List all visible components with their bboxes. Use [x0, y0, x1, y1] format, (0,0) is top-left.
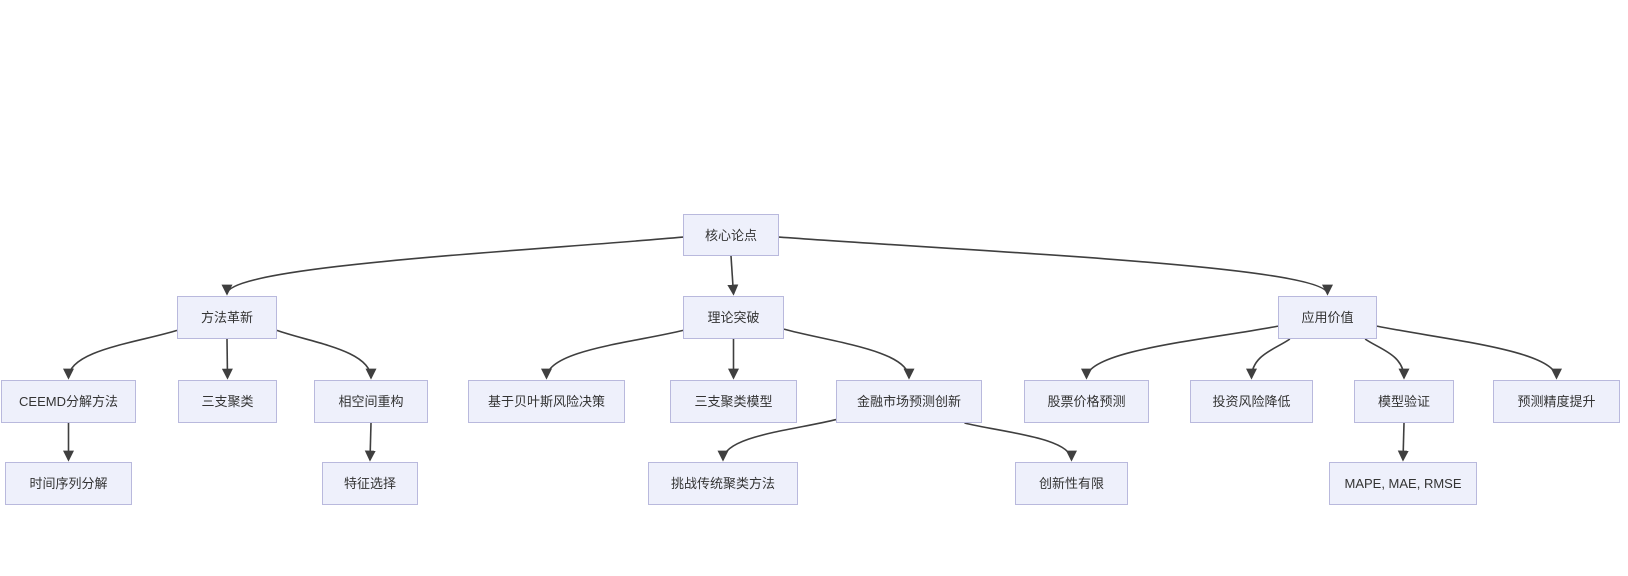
node-bayes: 基于贝叶斯风险决策 [468, 380, 625, 423]
edge-lilun-jinrong [783, 328, 915, 380]
edge-root-lilun [727, 255, 739, 296]
edge-jinrong-tiaozhan [717, 418, 837, 462]
edge-fangfa-sanzhi [221, 338, 233, 380]
node-fangfa: 方法革新 [177, 296, 277, 339]
node-yingyong: 应用价值 [1278, 296, 1377, 339]
node-moxing: 模型验证 [1354, 380, 1454, 423]
edge-root-yingyong [778, 236, 1333, 296]
node-yuce: 预测精度提升 [1493, 380, 1620, 423]
edge-yingyong-gupiao [1081, 325, 1279, 380]
edge-xiangkongjian-tezheng [364, 422, 376, 462]
edge-jinrong-chuangxin [964, 422, 1077, 462]
node-sanzhimoxing: 三支聚类模型 [670, 380, 797, 423]
edge-moxing-mape [1397, 422, 1409, 462]
edge-lilun-bayes [541, 329, 684, 380]
edge-yingyong-yuce [1376, 325, 1562, 380]
node-tiaozhan: 挑战传统聚类方法 [648, 462, 798, 505]
node-gupiao: 股票价格预测 [1024, 380, 1149, 423]
node-chuangxin: 创新性有限 [1015, 462, 1128, 505]
edge-fangfa-ceemd [63, 329, 178, 380]
edge-root-fangfa [221, 236, 684, 296]
node-mape: MAPE, MAE, RMSE [1329, 462, 1477, 505]
edge-yingyong-moxing [1364, 338, 1410, 380]
node-ceemd: CEEMD分解方法 [1, 380, 136, 423]
node-sanzhi: 三支聚类 [178, 380, 277, 423]
node-tezheng: 特征选择 [322, 462, 418, 505]
node-jinrong: 金融市场预测创新 [836, 380, 982, 423]
node-touzi: 投资风险降低 [1190, 380, 1313, 423]
node-root: 核心论点 [683, 214, 779, 256]
edge-fangfa-xiangkongjian [276, 329, 377, 380]
edge-yingyong-touzi [1246, 338, 1291, 380]
node-shijian: 时间序列分解 [5, 462, 132, 505]
node-lilun: 理论突破 [683, 296, 784, 339]
node-xiangkongjian: 相空间重构 [314, 380, 428, 423]
